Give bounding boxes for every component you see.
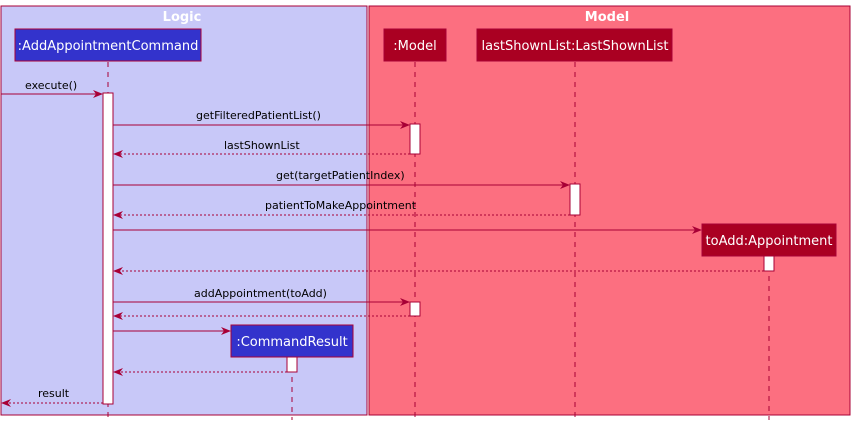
model-lane: Model [368,5,851,416]
svg-text:result: result [38,387,70,400]
activation-model-1 [409,123,421,155]
participant-to-add: toAdd:Appointment [701,223,837,257]
svg-text:lastShownList:LastShownList: lastShownList:LastShownList [482,39,669,54]
svg-text:toAdd:Appointment: toAdd:Appointment [706,234,833,249]
message-add-appointment: addAppointment(toAdd) [113,287,410,306]
message-last-shown-return: lastShownList [113,139,410,158]
svg-text::AddAppointmentCommand: :AddAppointmentCommand [18,39,199,54]
svg-text:getFilteredPatientList(): getFilteredPatientList() [196,109,321,122]
svg-text:lastShownList: lastShownList [224,139,300,152]
participant-add-command: :AddAppointmentCommand [14,28,202,62]
activation-to-add [763,255,775,272]
message-get-target: get(targetPatientIndex) [113,169,570,189]
participant-command-result: :CommandResult [230,324,354,358]
activation-add-command [102,92,114,405]
svg-text::CommandResult: :CommandResult [236,335,347,350]
message-get-filtered: getFilteredPatientList() [113,109,410,129]
svg-text:addAppointment(toAdd): addAppointment(toAdd) [194,287,327,300]
svg-text:execute(): execute() [25,79,77,92]
svg-text:patientToMakeAppointment: patientToMakeAppointment [265,199,417,212]
activation-model-2 [409,301,421,317]
logic-lane: Logic [0,5,368,416]
message-execute: execute() [1,79,103,98]
participant-model: :Model [383,28,447,62]
participant-last-shown: lastShownList:LastShownList [476,28,673,62]
activation-command-result [286,356,298,373]
message-patient-return: patientToMakeAppointment [113,199,570,219]
svg-text:get(targetPatientIndex): get(targetPatientIndex) [276,169,405,182]
model-lane-title: Model [585,10,629,25]
message-result: result [1,387,103,407]
logic-lane-title: Logic [163,10,202,25]
activation-last-shown [569,183,581,216]
svg-text::Model: :Model [393,39,436,54]
